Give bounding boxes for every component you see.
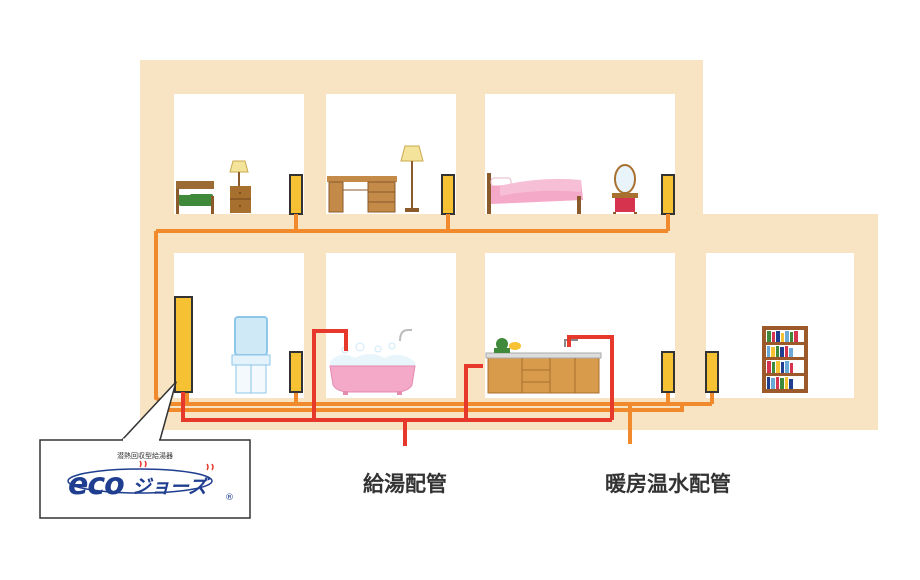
- logo-callout: 潜熱回収型給湯器 eco ジョーズ ®: [39, 381, 251, 519]
- logo-jozu: ジョーズ: [132, 476, 210, 498]
- radiator-icon: [441, 174, 455, 215]
- bookshelf-icon: [762, 326, 808, 393]
- ecojozu-logo: eco ジョーズ ®: [67, 460, 234, 503]
- radiator-icon: [289, 174, 303, 215]
- logo-flame-icon: [139, 460, 214, 471]
- bathtub-icon: [329, 329, 416, 395]
- lamp-icon: [229, 160, 251, 213]
- logo-eco: eco: [68, 467, 124, 502]
- callout-box: [39, 439, 251, 519]
- bed-icon: [176, 181, 214, 214]
- pink-bed-icon: [487, 173, 583, 214]
- floor-lamp-icon: [400, 145, 424, 212]
- radiator-icon: [661, 174, 675, 215]
- desk-icon: [327, 176, 397, 213]
- hot-water-pipe-label: 給湯配管: [363, 472, 447, 496]
- radiator-icon: [661, 351, 675, 393]
- logo-caption: 潜熱回収型給湯器: [117, 451, 173, 460]
- radiator-icon: [289, 351, 303, 393]
- washbasin-icon: [231, 316, 271, 394]
- logo-registered: ®: [225, 493, 234, 503]
- radiator-icon: [705, 351, 719, 393]
- hot-water-pipe: [181, 329, 614, 446]
- dresser-icon: [612, 164, 638, 214]
- kitchen-icon: [485, 338, 602, 394]
- heating-water-pipe-label: 暖房温水配管: [605, 472, 731, 496]
- water-heater-icon: [174, 296, 193, 393]
